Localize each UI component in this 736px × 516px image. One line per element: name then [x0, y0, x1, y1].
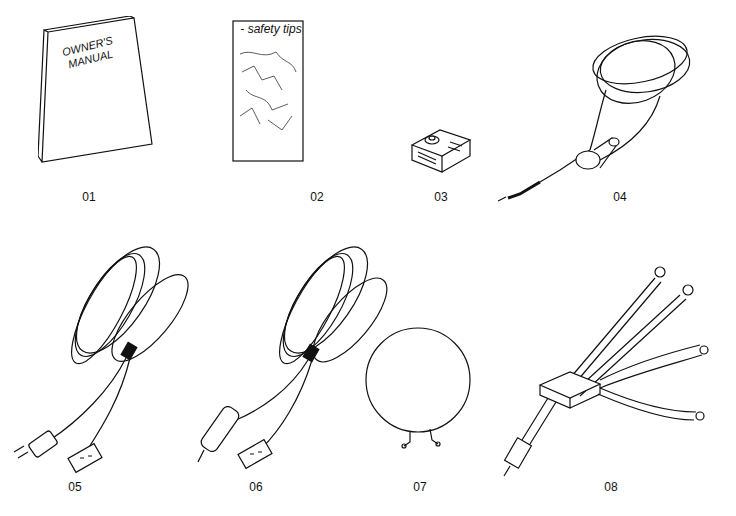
adapter-drawing — [412, 130, 470, 172]
cover-title: - safety tips — [240, 23, 302, 37]
loop-antenna-drawing — [366, 328, 470, 448]
earphone-drawing — [498, 29, 693, 201]
safety-booklet: - safety tips — [232, 20, 304, 162]
callout-number: 02 — [310, 190, 323, 204]
callout-number: 04 — [613, 190, 626, 204]
callout-number: 05 — [68, 480, 81, 494]
callout-number: 06 — [249, 480, 262, 494]
car-cord-drawing — [198, 234, 399, 468]
callout-number: 08 — [604, 480, 617, 494]
callout-number: 07 — [413, 480, 426, 494]
callout-number: 03 — [434, 190, 447, 204]
booklet-outline — [232, 20, 304, 162]
ac-cord-drawing — [14, 234, 200, 472]
manual-cover: OWNER'S MANUAL — [38, 16, 156, 166]
fm-antenna-drawing — [504, 267, 708, 476]
callout-number: 01 — [82, 190, 95, 204]
